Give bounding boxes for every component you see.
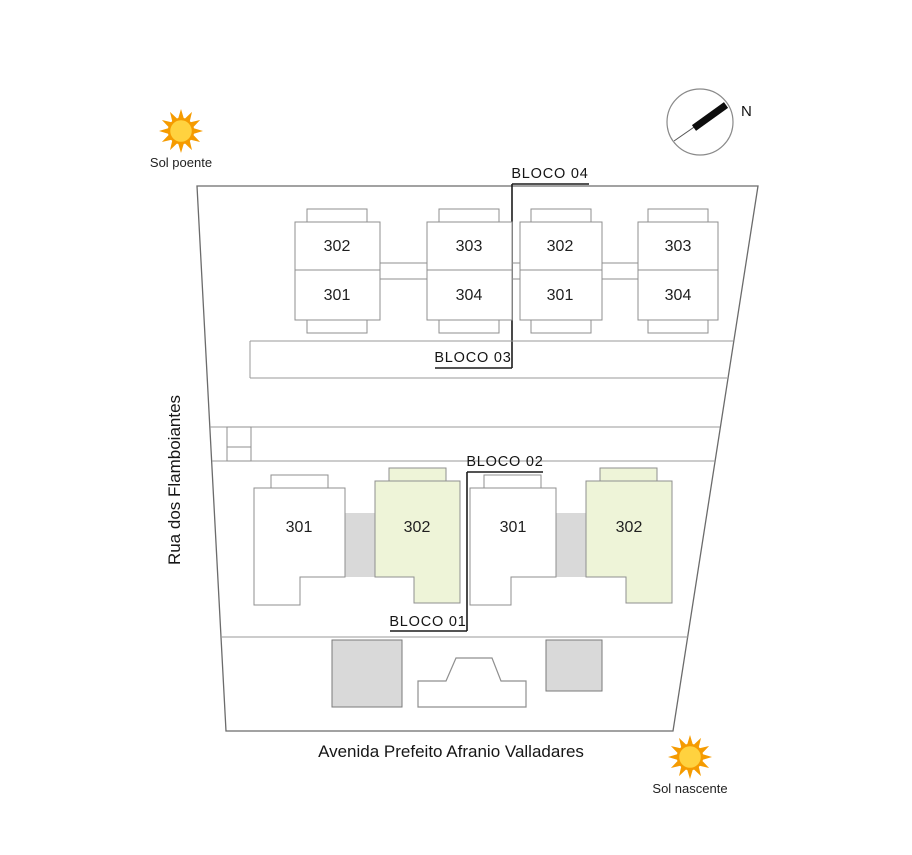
service-core xyxy=(556,513,586,577)
compass-needle xyxy=(691,102,729,131)
building-outline-highlighted xyxy=(585,480,673,604)
unit-number: 301 xyxy=(547,287,574,304)
building-outline-highlighted xyxy=(374,480,461,604)
building-bottom-tab xyxy=(647,319,709,334)
unit-number: 301 xyxy=(286,519,313,536)
upper-building-3: 302 301 xyxy=(519,208,603,334)
utility-block xyxy=(331,639,403,708)
bloco-03-label: BLOCO 03 xyxy=(434,350,511,366)
upper-building-4: 303 304 xyxy=(637,208,719,334)
upper-corridors xyxy=(380,262,638,280)
gate-house xyxy=(226,426,252,462)
unit-number: 303 xyxy=(665,238,692,255)
upper-building-2: 303 304 xyxy=(426,208,513,334)
upper-walkway-band xyxy=(249,340,733,379)
unit-number: 303 xyxy=(456,238,483,255)
building-outline xyxy=(469,487,557,606)
sun-east-label: Sol nascente xyxy=(652,781,727,796)
building-top-tab xyxy=(438,208,500,223)
lower-building-3: 301 xyxy=(469,474,557,606)
plot-boundary xyxy=(196,185,759,732)
sun-west-label: Sol poente xyxy=(150,155,212,170)
building-outline xyxy=(426,221,513,321)
compass-north-label: N xyxy=(741,103,752,120)
building-outline xyxy=(253,487,346,606)
utility-block xyxy=(545,639,603,692)
building-bottom-tab xyxy=(306,319,368,334)
street-left-label: Rua dos Flamboiantes xyxy=(165,395,184,565)
building-top-tab xyxy=(270,474,329,489)
unit-number: 304 xyxy=(456,287,483,304)
driveway-band xyxy=(210,426,720,462)
unit-number: 301 xyxy=(324,287,351,304)
building-top-tab xyxy=(388,467,447,482)
sun-core xyxy=(676,743,704,771)
unit-number: 302 xyxy=(547,238,574,255)
street-bottom-label: Avenida Prefeito Afranio Valladares xyxy=(318,742,584,761)
building-top-tab xyxy=(530,208,592,223)
building-top-tab xyxy=(483,474,542,489)
building-top-tab xyxy=(647,208,709,223)
unit-number: 301 xyxy=(500,519,527,536)
compass-icon xyxy=(666,88,734,156)
sun-core xyxy=(167,117,195,145)
unit-number: 302 xyxy=(404,519,431,536)
building-bottom-tab xyxy=(438,319,500,334)
sun-east-icon xyxy=(668,735,712,779)
bloco-04-label: BLOCO 04 xyxy=(511,166,588,182)
lower-building-1: 301 xyxy=(253,474,346,606)
entrance-structure xyxy=(417,657,527,708)
building-bottom-tab xyxy=(530,319,592,334)
bloco-01-label: BLOCO 01 xyxy=(389,614,466,630)
building-top-tab xyxy=(599,467,658,482)
lower-building-2: 302 xyxy=(374,467,461,604)
upper-building-1: 302 301 xyxy=(294,208,381,334)
building-outline xyxy=(519,221,603,321)
service-core xyxy=(345,513,375,577)
bloco-02-label: BLOCO 02 xyxy=(466,454,543,470)
sun-west-icon xyxy=(159,109,203,153)
building-outline xyxy=(294,221,381,321)
lower-building-4: 302 xyxy=(585,467,673,604)
unit-number: 302 xyxy=(616,519,643,536)
building-top-tab xyxy=(306,208,368,223)
unit-number: 302 xyxy=(324,238,351,255)
building-outline xyxy=(637,221,719,321)
unit-number: 304 xyxy=(665,287,692,304)
